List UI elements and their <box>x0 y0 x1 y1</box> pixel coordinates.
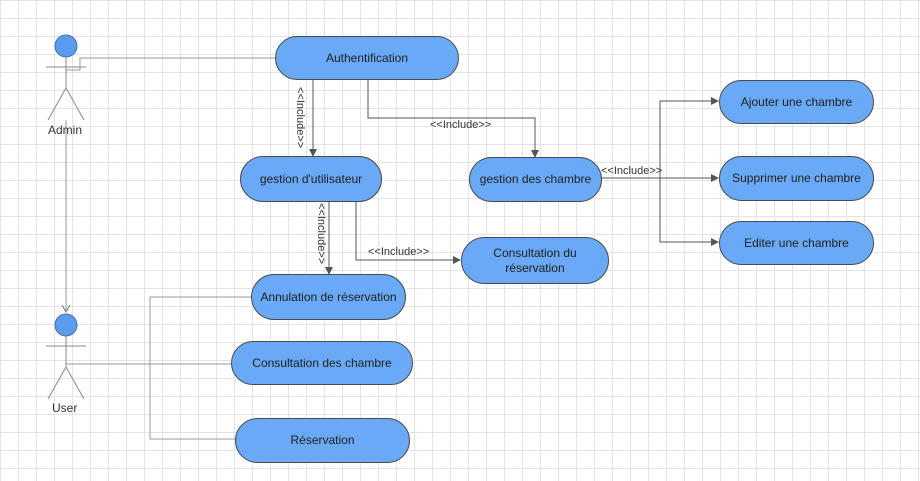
user-actor-label: User <box>52 401 78 415</box>
use-case-consultation-chambre[interactable]: Consultation des chambre <box>231 341 413 385</box>
include-chambre-ajouter <box>659 97 719 178</box>
include-label-chambre-sub: <<Include>> <box>601 165 663 177</box>
assoc-user-reservation <box>149 364 236 440</box>
use-case-authentification[interactable]: Authentification <box>275 36 459 80</box>
include-label-auth-user: <<Include>> <box>294 87 306 149</box>
admin-actor-figure <box>46 34 86 121</box>
include-chambre-editer <box>659 178 719 246</box>
use-case-editer-chambre[interactable]: Editer une chambre <box>719 221 874 265</box>
include-label-user-consultation: <<Include>> <box>368 246 430 258</box>
include-auth-gestion-chambre <box>367 80 539 158</box>
use-case-consultation-reservation[interactable]: Consultation du réservation <box>461 237 609 284</box>
include-label-auth-chambre: <<Include>> <box>430 119 492 131</box>
use-case-supprimer-chambre[interactable]: Supprimer une chambre <box>719 156 874 201</box>
include-label-user-annulation: <<Include>> <box>315 203 327 265</box>
user-actor-figure <box>46 313 86 400</box>
admin-actor-label: Admin <box>48 123 83 137</box>
assoc-admin-authentification <box>66 57 276 71</box>
use-case-annulation-reservation[interactable]: Annulation de réservation <box>251 274 406 320</box>
use-case-gestion-chambre[interactable]: gestion des chambre <box>469 157 602 202</box>
assoc-user-annulation <box>66 296 252 365</box>
use-case-reservation[interactable]: Réservation <box>235 418 410 463</box>
use-case-ajouter-chambre[interactable]: Ajouter une chambre <box>719 80 874 124</box>
use-case-gestion-utilisateur[interactable]: gestion d'utilisateur <box>240 156 382 202</box>
include-user-consultation-reservation <box>355 201 461 264</box>
